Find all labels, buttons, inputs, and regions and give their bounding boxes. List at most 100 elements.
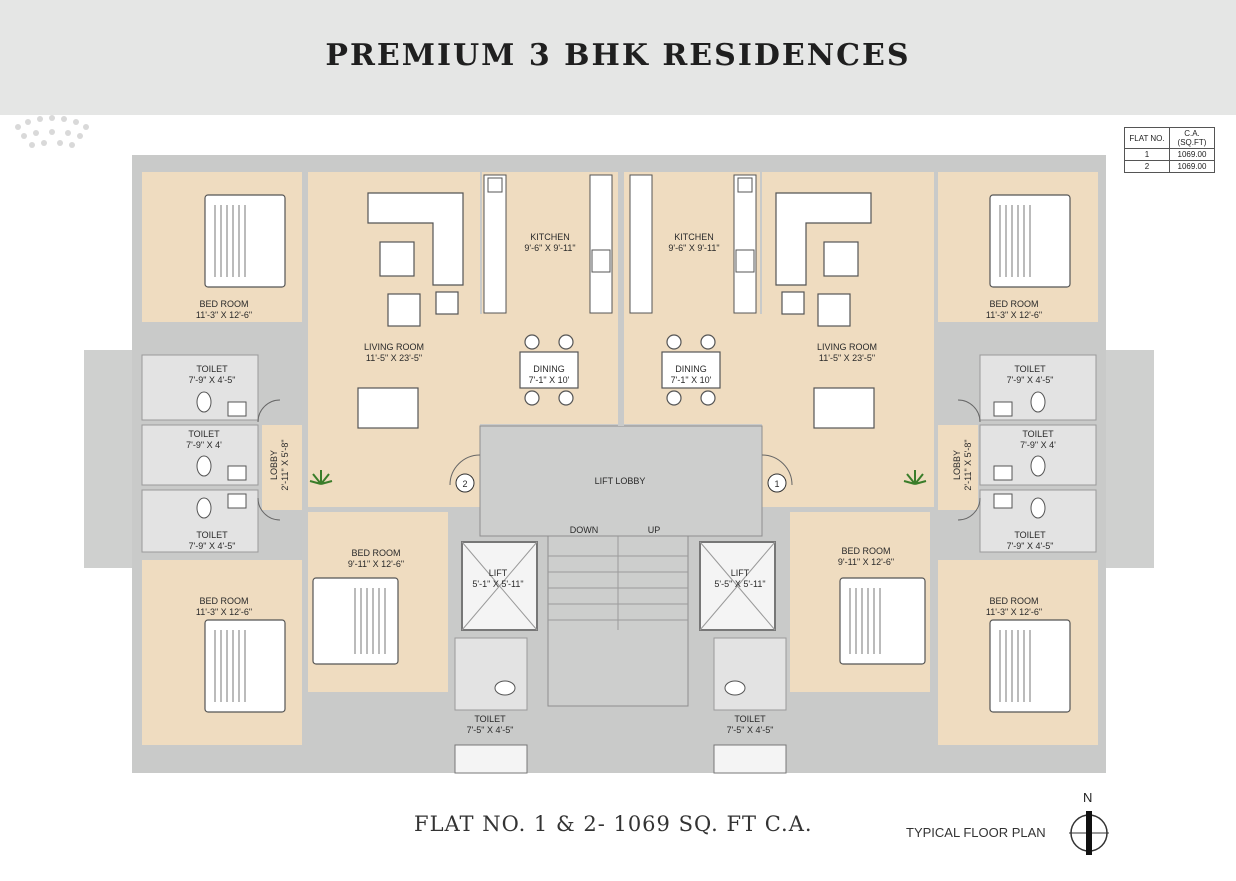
- duct-r: [713, 744, 787, 774]
- dining-r-name: DINING: [675, 364, 707, 374]
- tv-unit-icon: [813, 387, 875, 429]
- floor-plan: 2 1 BED ROOM 11'-3" X 12'-6" BED ROOM 11…: [84, 125, 1154, 774]
- lift-l-size: 5'-1" X 5'-11": [472, 579, 523, 589]
- lift-r-size: 5'-5" X 5'-11": [714, 579, 765, 589]
- toilet-l1-size: 7'-9" X 4'-5": [189, 375, 236, 385]
- header-banner: PREMIUM 3 BHK RESIDENCES: [0, 0, 1236, 115]
- sofa-icon: [367, 192, 464, 286]
- decorative-burst-icon: [15, 115, 89, 148]
- toilet-l2-size: 7'-9" X 4': [186, 440, 222, 450]
- kitchen-l-size: 9'-6" X 9'-11": [524, 243, 575, 253]
- washbasin-icon: [227, 465, 247, 481]
- right-balcony: [1106, 350, 1154, 568]
- stove-icon: [591, 249, 611, 273]
- lift-lobby-name: LIFT LOBBY: [595, 476, 646, 486]
- toilet-r2-size: 7'-9" X 4': [1020, 440, 1056, 450]
- ca-table-header-area: C.A.(SQ.FT): [1169, 127, 1215, 149]
- lobby-r-size: 2'-11" X 5'-8": [963, 439, 973, 490]
- ca-table-cell: 1069.00: [1169, 160, 1215, 173]
- side-table-icon: [435, 291, 459, 315]
- bed-tr-size: 11'-3" X 12'-6": [986, 310, 1042, 320]
- plant-icon: [903, 470, 927, 485]
- kitchen-r-name: KITCHEN: [674, 232, 714, 242]
- sink-icon: [737, 177, 753, 193]
- bed-bl-size: 11'-3" X 12'-6": [196, 607, 252, 617]
- left-balcony: [84, 350, 132, 568]
- living-r-size: 11'-5" X 23'-5": [819, 353, 875, 363]
- bed-ml-size: 9'-11" X 12'-6": [348, 559, 404, 569]
- flat-marker-1: [767, 473, 787, 493]
- toilet-l2-name: TOILET: [188, 429, 220, 439]
- dining-r-size: 7'-1" X 10': [671, 375, 712, 385]
- wc-icon: [494, 680, 516, 696]
- top-gap: [132, 125, 1106, 155]
- duct-l: [454, 744, 528, 774]
- kitchen-r-size: 9'-6" X 9'-11": [668, 243, 719, 253]
- stair-down-label: DOWN: [570, 525, 599, 535]
- bed-icon: [839, 577, 926, 665]
- dining-l-size: 7'-1" X 10': [529, 375, 570, 385]
- toilet-cl-size: 7'-5" X 4'-5": [467, 725, 514, 735]
- flat-area-caption: FLAT NO. 1 & 2- 1069 SQ. FT C.A.: [414, 812, 813, 836]
- toilet-r2-name: TOILET: [1022, 429, 1054, 439]
- room-toilet-cr: [713, 637, 787, 711]
- living-r-name: LIVING ROOM: [817, 342, 877, 352]
- armchair-icon: [379, 241, 415, 277]
- toilet-l3-name: TOILET: [196, 530, 228, 540]
- bed-br-size: 11'-3" X 12'-6": [986, 607, 1042, 617]
- toilet-cl-name: TOILET: [474, 714, 506, 724]
- dining-table-icon: [661, 351, 721, 389]
- ca-table-header-flat: FLAT NO.: [1124, 127, 1170, 149]
- wc-icon: [1030, 497, 1046, 519]
- lift-l-name: LIFT: [489, 568, 508, 578]
- table-row: 1 1069.00: [1124, 148, 1215, 161]
- living-l-name: LIVING ROOM: [364, 342, 424, 352]
- wc-icon: [724, 680, 746, 696]
- kitchen-counter: [629, 174, 653, 314]
- washbasin-icon: [993, 465, 1013, 481]
- wc-icon: [1030, 455, 1046, 477]
- washbasin-icon: [227, 401, 247, 417]
- living-l-size: 11'-5" X 23'-5": [366, 353, 422, 363]
- flat-marker-2-label: 2: [462, 479, 467, 489]
- lift-lobby-area: [479, 425, 763, 537]
- table-row: 2 1069.00: [1124, 160, 1215, 173]
- room-lobby-l: [262, 425, 302, 510]
- stair-up-label: UP: [648, 525, 661, 535]
- compass-label: N: [1083, 790, 1092, 805]
- bed-br-name: BED ROOM: [989, 596, 1038, 606]
- wc-icon: [196, 391, 212, 413]
- flat-marker-2: [455, 473, 475, 493]
- carpet-area-table: FLAT NO. C.A.(SQ.FT) 1 1069.00 2 1069.00: [1124, 127, 1215, 173]
- flat-marker-1-label: 1: [774, 479, 779, 489]
- bed-bl-name: BED ROOM: [199, 596, 248, 606]
- toilet-l3-size: 7'-9" X 4'-5": [189, 541, 236, 551]
- wc-icon: [196, 497, 212, 519]
- lift-r-name: LIFT: [731, 568, 750, 578]
- dining-l-name: DINING: [533, 364, 565, 374]
- toilet-r3-size: 7'-9" X 4'-5": [1007, 541, 1054, 551]
- plan-type-label: TYPICAL FLOOR PLAN: [906, 825, 1046, 840]
- lobby-l-size: 2'-11" X 5'-8": [280, 439, 290, 490]
- toilet-l1-name: TOILET: [196, 364, 228, 374]
- toilet-cr-name: TOILET: [734, 714, 766, 724]
- kitchen-counter: [483, 174, 507, 314]
- kitchen-counter: [589, 174, 613, 314]
- kitchen-l-name: KITCHEN: [530, 232, 570, 242]
- north-arrow-icon: N: [1069, 790, 1109, 855]
- lobby-r-name: LOBBY: [952, 450, 962, 480]
- room-toilet-cl: [454, 637, 528, 711]
- toilet-r1-size: 7'-9" X 4'-5": [1007, 375, 1054, 385]
- bed-tr-name: BED ROOM: [989, 299, 1038, 309]
- bed-tl-size: 11'-3" X 12'-6": [196, 310, 252, 320]
- armchair-icon: [817, 293, 851, 327]
- ca-table-cell: 1: [1124, 148, 1170, 161]
- stove-icon: [735, 249, 755, 273]
- ca-table-cell: 1069.00: [1169, 148, 1215, 161]
- party-wall: [618, 172, 624, 426]
- washbasin-icon: [227, 493, 247, 509]
- toilet-r1-name: TOILET: [1014, 364, 1046, 374]
- wc-icon: [196, 455, 212, 477]
- side-table-icon: [781, 291, 805, 315]
- tv-unit-icon: [357, 387, 419, 429]
